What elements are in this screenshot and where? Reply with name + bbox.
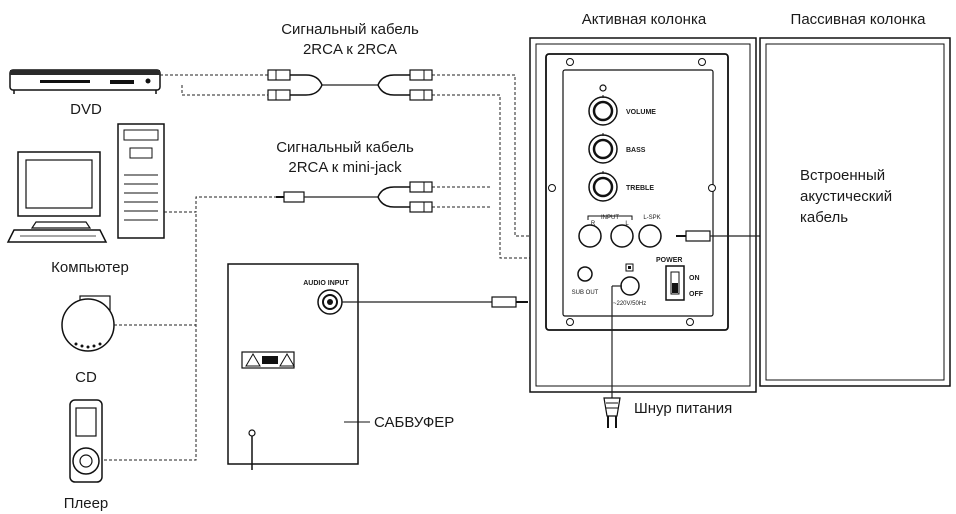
rca-cable-label-line1: Сигнальный кабель xyxy=(281,21,419,38)
subwoofer-cable-icon xyxy=(342,296,528,308)
subout-label: SUB OUT xyxy=(572,290,599,296)
active-speaker-icon xyxy=(529,37,757,393)
volume-label: VOLUME xyxy=(626,109,656,116)
audio-input-label: AUDIO INPUT xyxy=(303,280,349,287)
input-l-label: L xyxy=(625,221,629,227)
minijack-to-rca-cable-icon xyxy=(276,181,433,213)
input-r-label: R xyxy=(591,221,596,227)
power-cord-label: Шнур питания xyxy=(634,400,732,417)
minijack-cable-label-line1: Сигнальный кабель xyxy=(276,139,414,156)
rca-cable-label-line2: 2RCA к 2RCA xyxy=(303,41,397,58)
off-label: OFF xyxy=(689,291,704,298)
computer-label: Компьютер xyxy=(51,259,129,276)
power-cord-icon xyxy=(603,285,622,428)
media-player-icon xyxy=(69,399,103,483)
dvd-player-icon xyxy=(9,69,161,94)
lspk-label: L-SPK xyxy=(643,215,660,221)
builtin-cable-label-line2: акустический xyxy=(800,188,892,205)
rca-to-rca-cable-icon xyxy=(267,69,433,101)
input-label: INPUT xyxy=(601,215,619,221)
passive-speaker-icon xyxy=(759,37,951,387)
minijack-cable-label-line2: 2RCA к mini-jack xyxy=(288,159,402,176)
computer-icon xyxy=(6,123,165,243)
builtin-cable-label-line1: Встроенный xyxy=(800,167,885,184)
voltage-label: ~220V/50Hz xyxy=(613,301,646,307)
bass-label: BASS xyxy=(626,147,646,154)
dvd-label: DVD xyxy=(70,101,102,118)
on-label: ON xyxy=(689,275,700,282)
treble-label: TREBLE xyxy=(626,185,654,192)
passive-speaker-label: Пассивная колонка xyxy=(791,11,927,28)
subwoofer-icon xyxy=(227,263,359,470)
power-label: POWER xyxy=(656,257,682,264)
cd-label: CD xyxy=(75,369,97,386)
active-speaker-label: Активная колонка xyxy=(582,11,707,28)
cd-player-icon xyxy=(61,295,115,352)
player-label: Плеер xyxy=(64,495,109,512)
builtin-cable-label-line3: кабель xyxy=(800,209,848,226)
subwoofer-label: САБВУФЕР xyxy=(374,414,454,431)
